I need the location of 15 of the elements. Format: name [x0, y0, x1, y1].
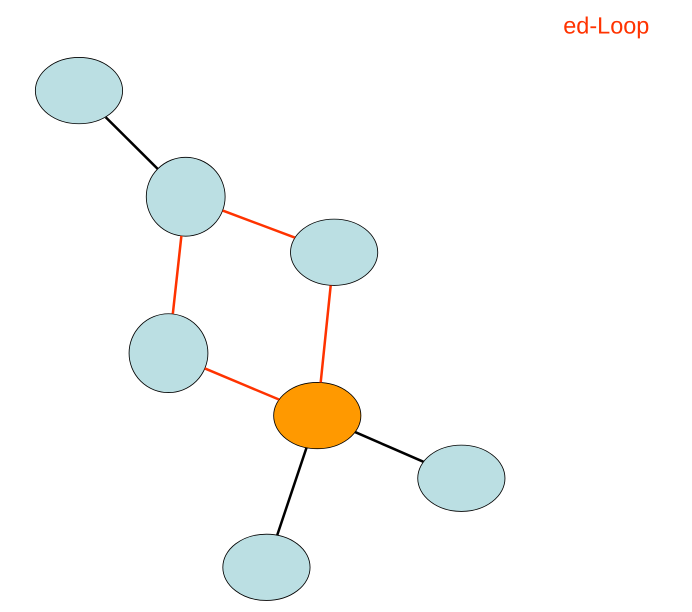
label: ed-Loop [563, 12, 650, 39]
connector [172, 236, 183, 314]
connector [319, 285, 332, 383]
connector [276, 447, 308, 536]
connector [104, 116, 159, 170]
connector [222, 209, 296, 239]
connector [354, 430, 424, 463]
node-ellipse [273, 382, 362, 450]
connector [204, 367, 280, 401]
node-circle [128, 313, 208, 394]
node-ellipse [222, 534, 310, 601]
node-ellipse [290, 218, 378, 286]
node-circle [146, 156, 226, 237]
node-ellipse [34, 57, 124, 124]
node-ellipse [417, 444, 506, 512]
